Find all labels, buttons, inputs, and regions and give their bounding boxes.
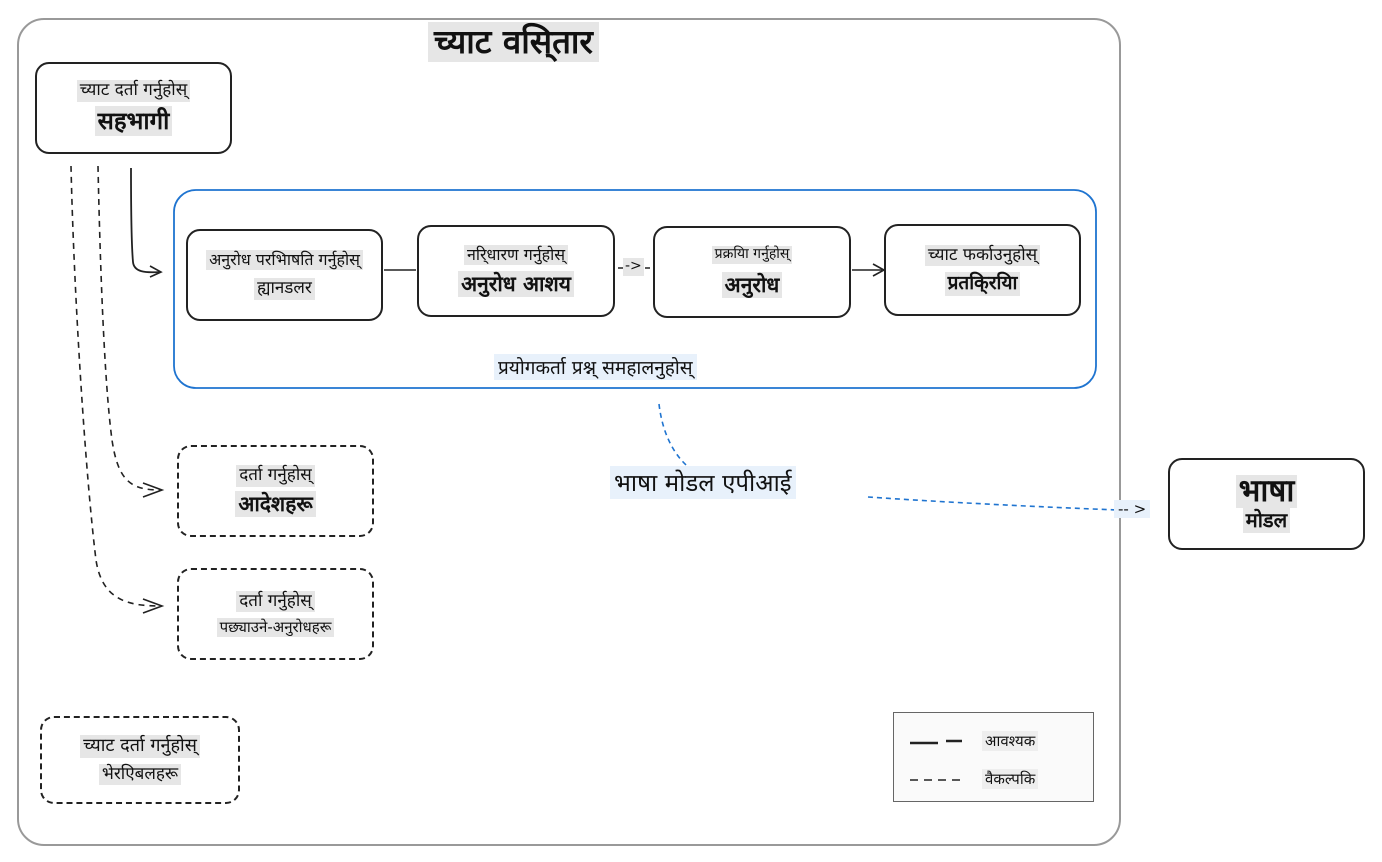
participant-to-handler-arrow (130, 167, 161, 274)
legend: आवश्यक वैकल्पकि (893, 712, 1094, 802)
language-model-line1: भाषा (1235, 475, 1298, 508)
dashed-line-icon (910, 779, 964, 781)
group-label: प्रयोगकर्ता प्रश्न् समहालनुहोस् (494, 354, 697, 380)
group-frame (173, 189, 1097, 389)
diagram-title: च्याट वसि्तार (428, 22, 599, 62)
language-model-node: भाषा मोडल (1168, 458, 1365, 550)
outer-frame (17, 18, 1121, 846)
participant-line1: च्याट दर्ता गर्नुहोस् (76, 80, 191, 102)
commands-node: दर्ता गर्नुहोस् आदेशहरू (177, 445, 374, 537)
participant-to-commands-arrow (97, 165, 161, 491)
response-node: च्याट फर्काउनुहोस् प्रतकि्रयिा (884, 224, 1081, 316)
commands-line2: आदेशहरू (235, 490, 316, 517)
handler-line2: ह्यानडलर (254, 278, 315, 300)
process-line1: प्रक्रयिा गर्नुहोस् (711, 246, 793, 264)
language-model-line2: मोडल (1242, 507, 1291, 533)
process-line2: अनुरोध (721, 271, 783, 298)
response-line1: च्याट फर्काउनुहोस् (924, 244, 1041, 266)
participant-node: च्याट दर्ता गर्नुहोस् सहभागी (35, 62, 232, 154)
legend-required-row: आवश्यक (908, 731, 1039, 751)
intent-to-process-arrowhead: -> (623, 258, 644, 276)
intent-line2: अनुरोध आशय (458, 270, 574, 298)
followups-line2: पछ्याउने-अनुरोधहरू (216, 618, 335, 637)
variables-line1: च्याट दर्ता गर्नुहोस् (80, 735, 200, 758)
intent-line1: नरि्धारण गर्नुहोस् (463, 244, 569, 265)
variables-line2: भेरएिबलहरू (98, 763, 182, 785)
commands-line1: दर्ता गर्नुहोस् (236, 465, 315, 487)
legend-optional-label: वैकल्पकि (982, 769, 1039, 789)
handler-line1: अनुरोध परभिाषति गर्नुहोस् (206, 250, 363, 271)
followups-node: दर्ता गर्नुहोस् पछ्याउने-अनुरोधहरू (177, 568, 374, 660)
followups-line1: दर्ता गर्नुहोस् (236, 591, 315, 613)
model-arrowhead: -- > (1114, 500, 1151, 518)
participant-to-followups-arrow (70, 165, 161, 607)
handler-node: अनुरोध परभिाषति गर्नुहोस् ह्यानडलर (186, 229, 383, 321)
variables-node: च्याट दर्ता गर्नुहोस् भेरएिबलहरू (40, 716, 240, 804)
response-line2: प्रतकि्रयिा (944, 271, 1021, 296)
participant-line2: सहभागी (94, 105, 173, 136)
group-to-model-arrow (658, 403, 693, 471)
intent-node: नरि्धारण गर्नुहोस् अनुरोध आशय (417, 225, 615, 317)
process-node: प्रक्रयिा गर्नुहोस् अनुरोध (653, 226, 851, 318)
solid-line-icon (910, 739, 962, 745)
api-label: भाषा मोडल एपीआई (610, 466, 796, 499)
legend-required-label: आवश्यक (982, 731, 1039, 751)
legend-optional-row: वैकल्पकि (908, 769, 1039, 789)
